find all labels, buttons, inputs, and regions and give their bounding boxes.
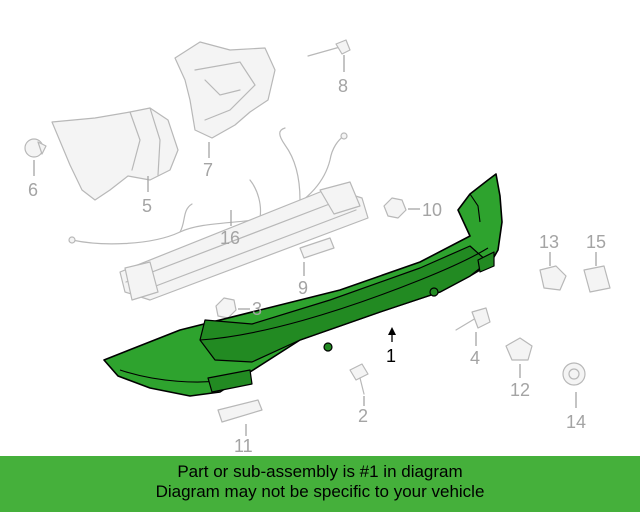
callout-6: 6 — [28, 180, 38, 200]
callout-7: 7 — [203, 160, 213, 180]
callout-13: 13 — [539, 232, 559, 252]
part-1-bumper-cover[interactable] — [103, 173, 503, 397]
banner-line-1: Part or sub-assembly is #1 in diagram — [177, 462, 463, 481]
callout-8: 8 — [338, 76, 348, 96]
callout-3: 3 — [252, 299, 262, 319]
callout-4: 4 — [470, 348, 480, 368]
callout-11: 11 — [234, 436, 253, 456]
part-6-clip — [24, 138, 47, 176]
part-8-push-pin — [307, 39, 351, 72]
part-15-sensor-bezel — [583, 252, 611, 293]
part-11-reflector — [217, 399, 263, 436]
part-3-clip — [215, 297, 250, 319]
part-13-parking-sensor — [539, 252, 567, 291]
part-9-reinforcement-bar — [119, 181, 369, 301]
callout-9: 9 — [298, 278, 308, 298]
callout-1: 1 — [386, 346, 396, 366]
banner-line-2: Diagram may not be specific to your vehi… — [155, 482, 485, 501]
callout-10: 10 — [422, 200, 442, 220]
callout-12: 12 — [510, 380, 530, 400]
part-16-wiring-harness — [68, 127, 348, 245]
part-10-nut — [383, 197, 420, 219]
part-2-screw — [349, 363, 369, 406]
exploded-parts-diagram: 1 2 3 4 5 6 7 8 9 10 11 12 13 14 15 16 — [24, 39, 611, 456]
callout-2: 2 — [358, 406, 368, 426]
part-7-bracket — [174, 41, 276, 158]
callout-14: 14 — [566, 412, 586, 432]
part-4-bracket — [455, 307, 491, 346]
callout-15: 15 — [586, 232, 606, 252]
part-5-splash-shield — [51, 107, 179, 201]
info-banner: Part or sub-assembly is #1 in diagram Di… — [0, 456, 640, 512]
part-14-sensor-retainer — [562, 362, 586, 408]
callout-5: 5 — [142, 196, 152, 216]
part-12-parking-sensor — [505, 337, 533, 378]
callout-16: 16 — [220, 228, 240, 248]
